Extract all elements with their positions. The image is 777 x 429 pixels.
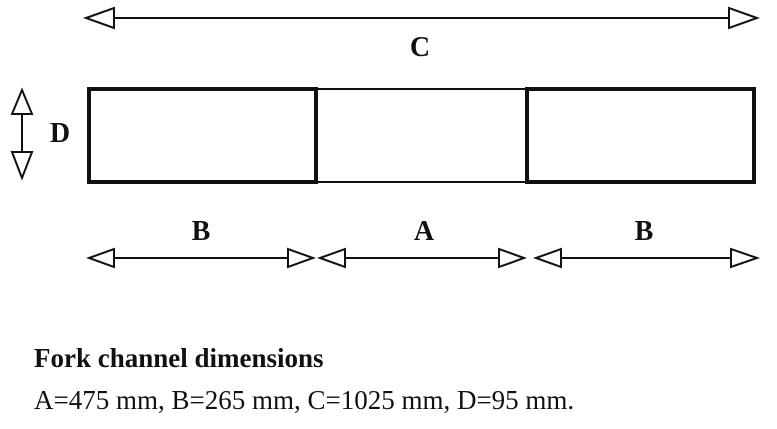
label-d: D (50, 118, 70, 149)
dimension-c-right-arrow (728, 6, 760, 30)
dimension-a (317, 247, 527, 269)
caption-title: Fork channel dimensions (34, 343, 324, 373)
channel-left-section (87, 87, 318, 184)
dimension-d-bottom-arrow (10, 151, 34, 181)
channel-right-section (525, 87, 756, 184)
dimension-d-top-arrow (10, 87, 34, 115)
dimension-a-end-arrow (498, 247, 527, 269)
fork-channel-diagram: C D B A B (10, 6, 761, 269)
label-b-right: B (635, 216, 654, 247)
dimension-b-right-start-arrow (533, 247, 562, 269)
dimension-c (83, 6, 760, 30)
dimension-c-left-arrow (83, 6, 115, 30)
dimension-b-left-end-arrow (287, 247, 316, 269)
fork-channel-outline (87, 87, 756, 184)
dimension-d (10, 87, 34, 181)
dimension-b-right-end-arrow (730, 247, 761, 269)
label-a: A (414, 216, 435, 247)
label-b-left: B (192, 216, 211, 247)
dimension-a-start-arrow (317, 247, 346, 269)
label-c: C (410, 32, 430, 63)
dimension-b-left-start-arrow (86, 247, 115, 269)
dimension-b-right (533, 247, 761, 269)
caption-text: A=475 mm, B=265 mm, C=1025 mm, D=95 mm. (34, 385, 575, 415)
dimension-b-left (86, 247, 316, 269)
